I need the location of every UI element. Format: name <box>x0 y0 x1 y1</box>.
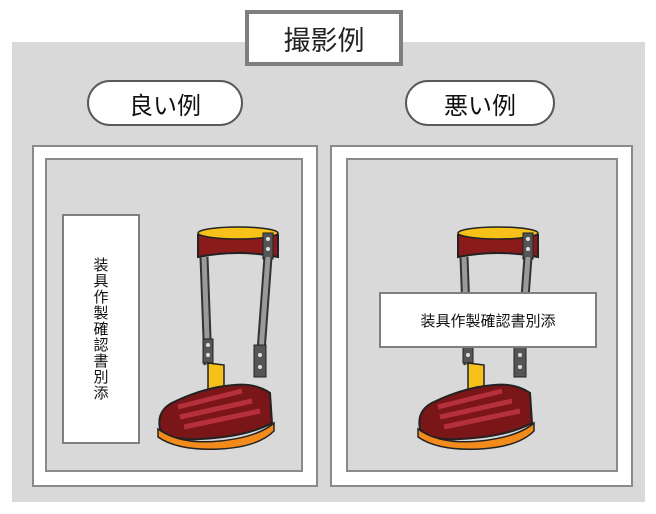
document-horizontal: 装具作製確認書別添 <box>379 292 597 348</box>
bad-example-label: 悪い例 <box>405 80 555 126</box>
good-example-label: 良い例 <box>87 80 243 126</box>
leg-brace-icon <box>157 226 279 450</box>
page-title: 撮影例 <box>245 10 403 66</box>
document-vertical: 装具作製確認書別添 <box>62 214 140 444</box>
